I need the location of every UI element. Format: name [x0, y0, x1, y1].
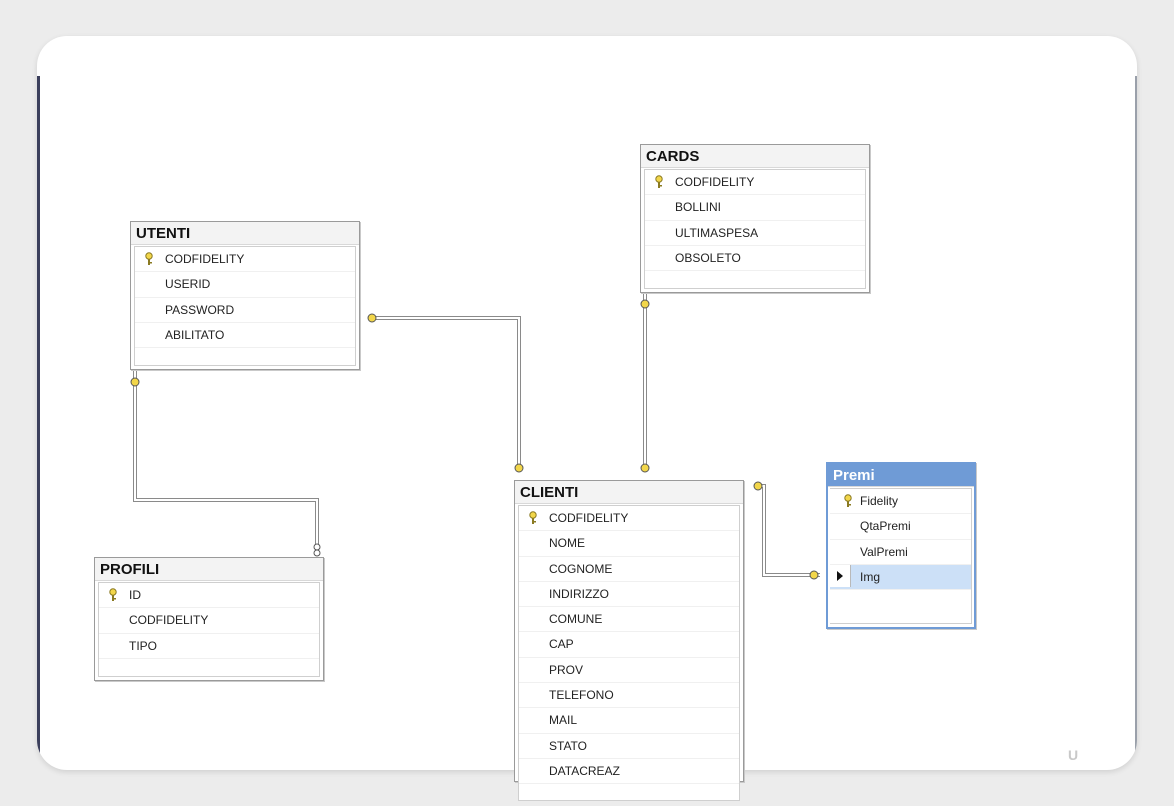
table-columns: ID CODFIDELITY TIPO [98, 582, 320, 677]
column-name: INDIRIZZO [549, 586, 609, 601]
column-name: CAP [549, 637, 574, 652]
table-title: PROFILI [95, 558, 323, 581]
key-icon [145, 252, 153, 265]
column-name: ULTIMASPESA [675, 225, 759, 240]
column-row[interactable]: PASSWORD [135, 298, 355, 323]
relationship-utenti-profili [133, 370, 319, 554]
key-icon [655, 175, 663, 188]
column-row[interactable]: CODFIDELITY [645, 170, 865, 196]
key-connector-icon [753, 481, 763, 491]
key-connector-icon [640, 299, 650, 309]
column-name: ID [129, 588, 141, 602]
table-title: Premi [828, 464, 974, 487]
column-row[interactable]: COGNOME [519, 557, 739, 582]
column-row[interactable]: Fidelity [830, 489, 971, 515]
column-row[interactable]: TIPO [99, 634, 319, 659]
row-selector-arrow-icon [830, 564, 851, 587]
column-row[interactable]: USERID [135, 272, 355, 298]
column-row[interactable]: CODFIDELITY [99, 608, 319, 634]
column-name: PROV [549, 662, 584, 677]
column-name: ABILITATO [165, 327, 225, 342]
column-name: ValPremi [860, 544, 908, 559]
key-connector-icon [514, 463, 524, 473]
column-name: QtaPremi [860, 519, 911, 534]
key-connector-icon [640, 463, 650, 473]
table-columns: Fidelity QtaPremi ValPremi Img [830, 488, 972, 624]
column-row[interactable]: OBSOLETO [645, 246, 865, 272]
column-name: USERID [165, 277, 211, 292]
column-row[interactable]: INDIRIZZO [519, 582, 739, 608]
key-icon [844, 494, 852, 507]
column-row[interactable]: STATO [519, 734, 739, 759]
column-row[interactable]: CAP [519, 632, 739, 658]
table-title: CARDS [641, 145, 869, 168]
table-title: CLIENTI [515, 481, 743, 504]
column-name: CODFIDELITY [549, 511, 629, 525]
table-columns: CODFIDELITY USERID PASSWORD ABILITATO [134, 246, 356, 366]
column-row[interactable]: CODFIDELITY [519, 506, 739, 532]
column-row[interactable]: PROV [519, 658, 739, 684]
column-name: COMUNE [549, 612, 603, 627]
column-row-selected[interactable]: Img [830, 564, 971, 591]
column-name: COGNOME [549, 561, 613, 576]
column-row[interactable]: QtaPremi [830, 514, 971, 540]
column-name: BOLLINI [675, 200, 722, 215]
column-name: NOME [549, 536, 585, 551]
column-row[interactable]: MAIL [519, 708, 739, 734]
key-connector-icon [809, 570, 819, 580]
table-profili[interactable]: PROFILI ID CODFIDELITY TIPO [94, 557, 324, 681]
column-row[interactable]: ULTIMASPESA [645, 221, 865, 246]
relationship-lines [130, 294, 820, 580]
canvas-right-edge [1135, 76, 1137, 766]
column-name: DATACREAZ [549, 763, 620, 778]
column-row[interactable]: NOME [519, 531, 739, 557]
column-name: TIPO [129, 638, 158, 653]
column-name: CODFIDELITY [129, 613, 209, 628]
column-name: Img [860, 569, 881, 584]
column-name: MAIL [549, 713, 578, 728]
column-row[interactable]: DATACREAZ [519, 759, 739, 785]
table-clienti[interactable]: CLIENTI CODFIDELITY NOME COGNOME INDIRIZ… [514, 480, 744, 801]
table-cards[interactable]: CARDS CODFIDELITY BOLLINI ULTIMASPESA OB… [640, 144, 870, 293]
column-row[interactable]: COMUNE [519, 607, 739, 633]
key-connector-icon [367, 313, 377, 323]
table-title: UTENTI [131, 222, 359, 245]
table-columns: CODFIDELITY BOLLINI ULTIMASPESA OBSOLETO [644, 169, 866, 289]
column-row[interactable]: BOLLINI [645, 195, 865, 221]
table-premi[interactable]: Premi Fidelity QtaPremi ValPremi Img [826, 462, 976, 629]
column-name: CODFIDELITY [165, 252, 245, 266]
column-name: OBSOLETO [675, 250, 741, 265]
column-row[interactable]: CODFIDELITY [135, 247, 355, 273]
table-columns: CODFIDELITY NOME COGNOME INDIRIZZO COMUN… [518, 505, 740, 801]
infinity-connector-icon [313, 543, 321, 557]
column-row[interactable]: ValPremi [830, 540, 971, 565]
column-row[interactable]: TELEFONO [519, 683, 739, 709]
column-name: TELEFONO [549, 688, 614, 703]
table-utenti[interactable]: UTENTI CODFIDELITY USERID PASSWORD ABILI… [130, 221, 360, 370]
relationship-utenti-clienti [372, 316, 521, 466]
column-row[interactable]: ABILITATO [135, 323, 355, 349]
key-icon [109, 588, 117, 601]
canvas-left-edge [37, 76, 40, 766]
column-name: PASSWORD [165, 302, 235, 317]
column-name: Fidelity [860, 494, 899, 508]
key-icon [529, 511, 537, 524]
column-name: CODFIDELITY [675, 175, 755, 189]
key-connector-icon [130, 377, 140, 387]
watermark-logo-icon: U [1068, 747, 1079, 763]
column-name: STATO [549, 738, 588, 753]
column-row[interactable]: ID [99, 583, 319, 609]
